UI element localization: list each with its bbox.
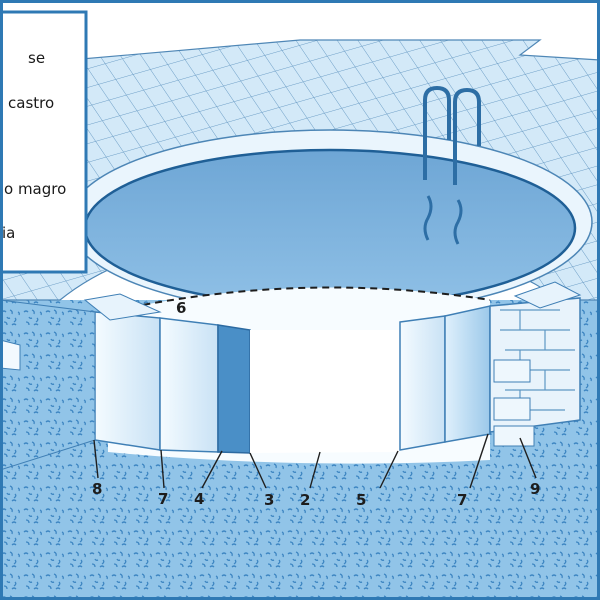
liner-top-line bbox=[107, 286, 491, 313]
callout-7-right: 7 bbox=[457, 491, 467, 509]
callout-5: 5 bbox=[356, 491, 366, 509]
legend-item-3: o magro bbox=[4, 180, 66, 198]
legend-item-2: castro bbox=[8, 94, 54, 112]
wall-panel-left-2 bbox=[159, 317, 219, 453]
callout-2: 2 bbox=[300, 491, 310, 509]
block-wall bbox=[489, 297, 581, 447]
left-ground-cut bbox=[0, 299, 96, 471]
coping-tile-left bbox=[83, 293, 162, 321]
water-surface bbox=[83, 148, 577, 308]
wall-panel-left bbox=[94, 311, 161, 451]
legend-item-1: se bbox=[28, 49, 45, 67]
callout-9: 9 bbox=[530, 480, 540, 498]
left-step bbox=[0, 339, 21, 371]
callout-8: 8 bbox=[92, 480, 102, 498]
wall-panel-right bbox=[399, 315, 446, 451]
coping-tile-right bbox=[513, 281, 582, 309]
callout-lines bbox=[93, 433, 537, 489]
callout-4: 4 bbox=[194, 490, 204, 508]
wall-panel-right-2 bbox=[444, 305, 491, 443]
callout-7-left: 7 bbox=[158, 490, 168, 508]
legend-box bbox=[0, 10, 88, 274]
callout-6: 6 bbox=[176, 299, 186, 317]
ladder-icon bbox=[423, 85, 481, 245]
inner-liner bbox=[250, 330, 400, 453]
callout-3: 3 bbox=[264, 491, 274, 509]
legend-item-4: ia bbox=[2, 224, 15, 242]
wall-panel-strip bbox=[217, 324, 251, 454]
